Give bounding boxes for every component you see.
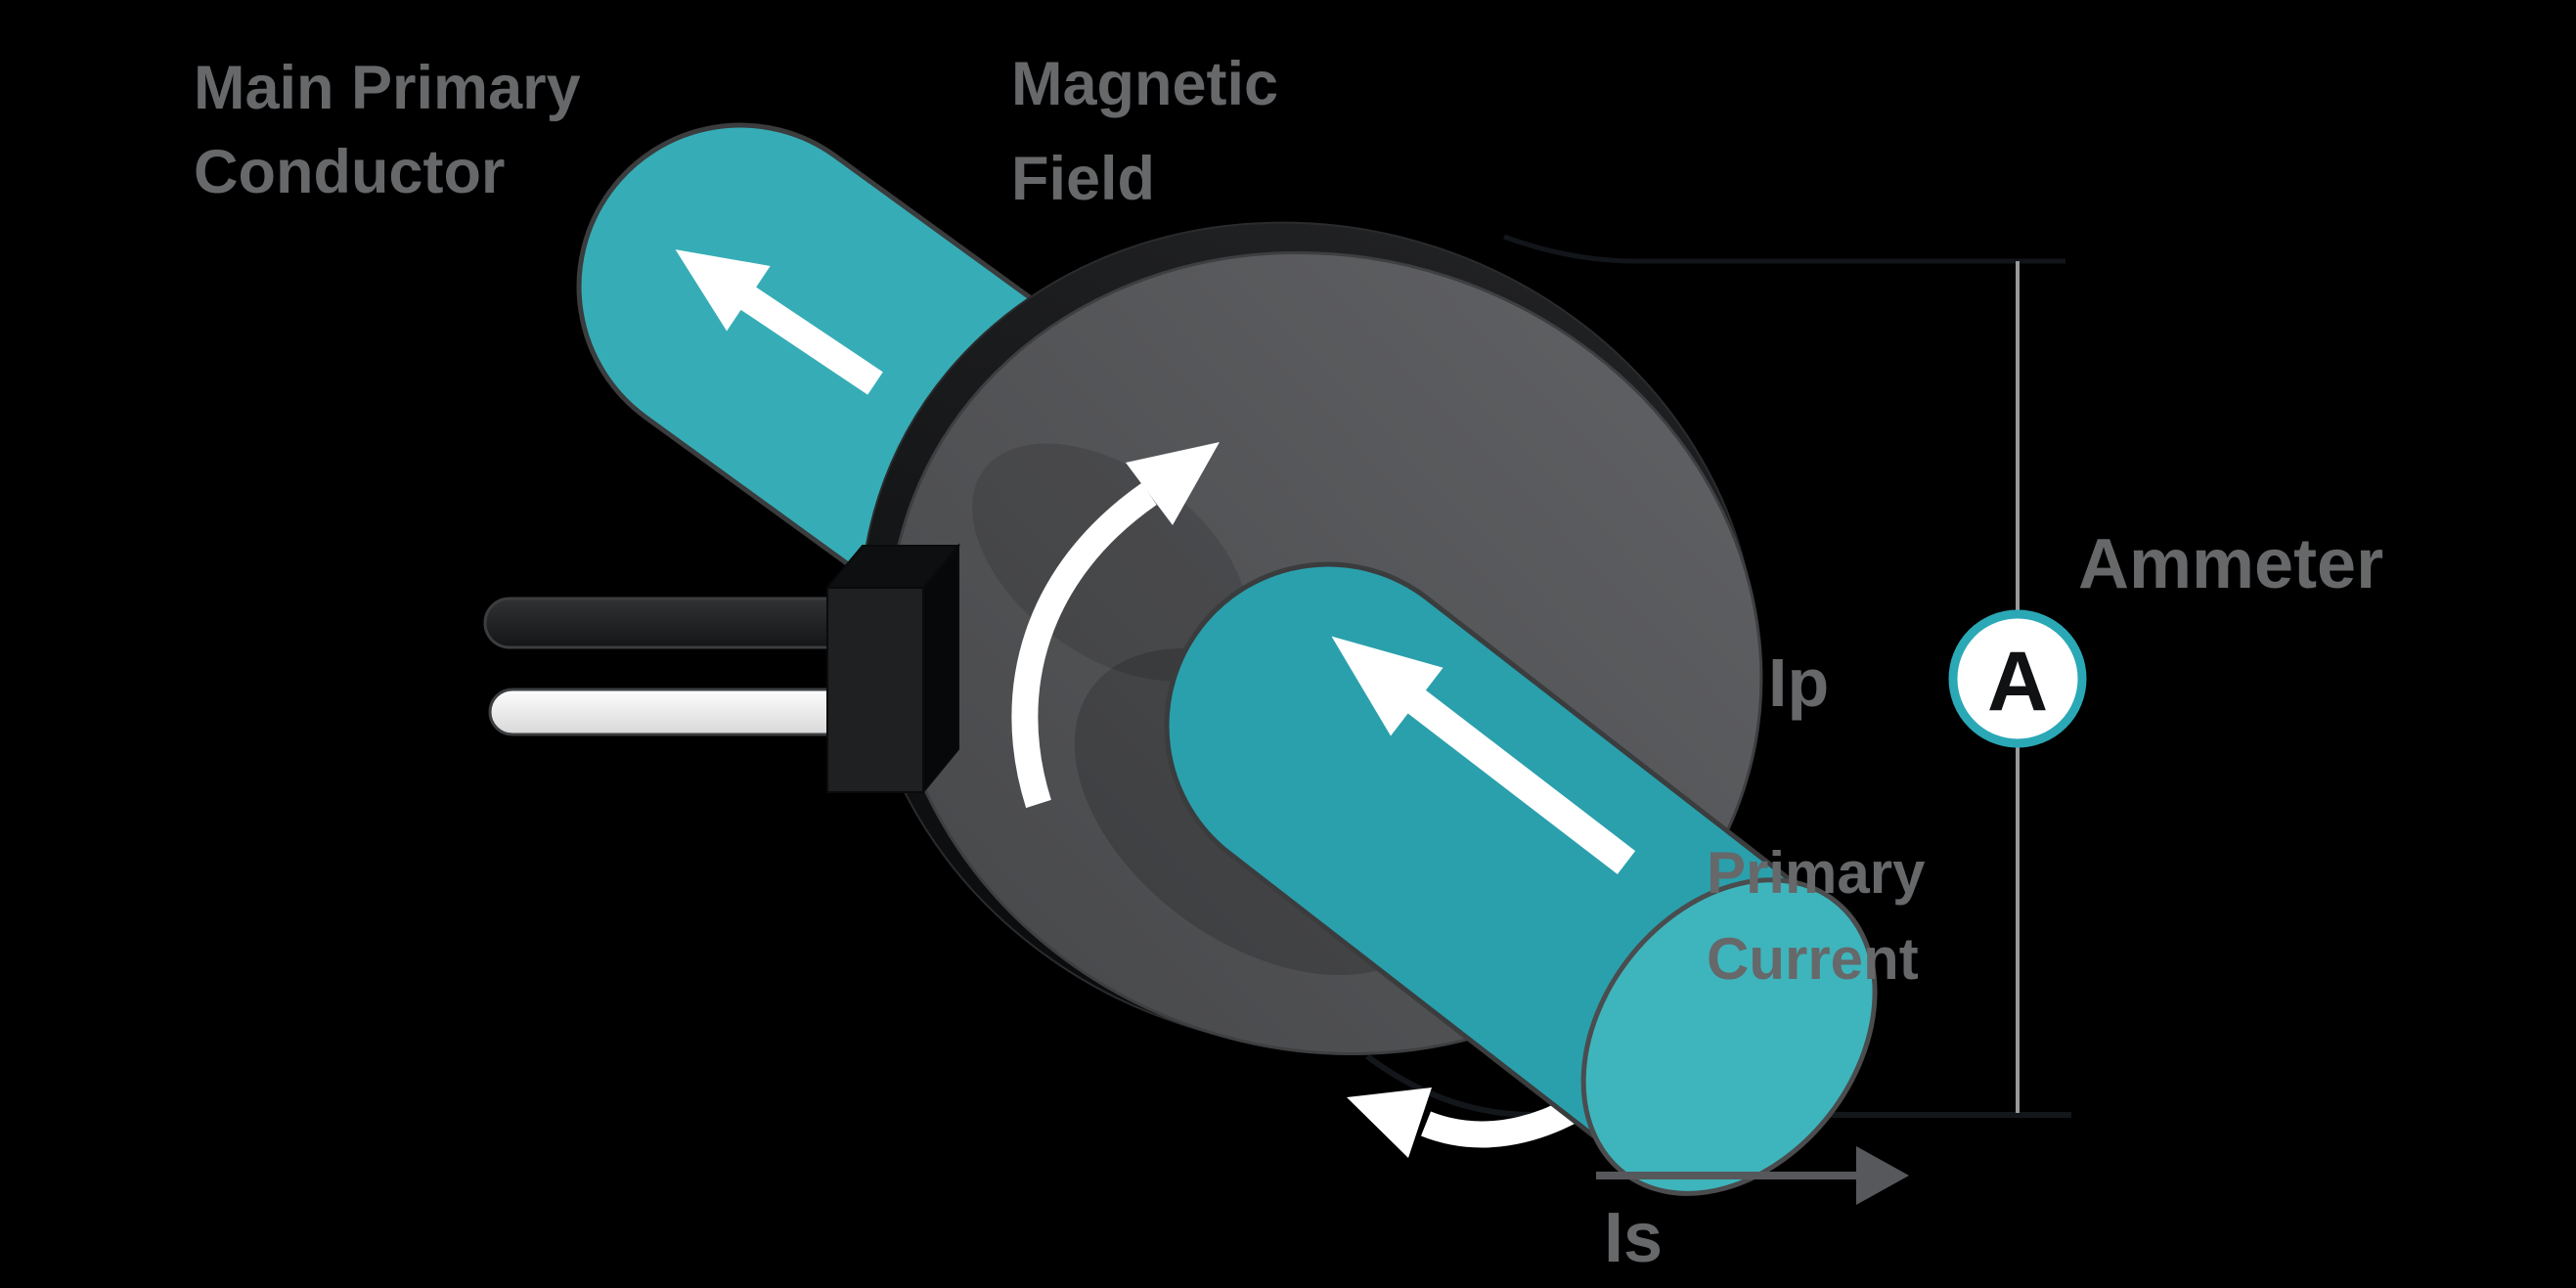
ammeter-symbol: A bbox=[1987, 635, 2048, 729]
field-rotation-arrow-upper-icon bbox=[1011, 442, 1220, 809]
label-primary-current: Primary Current bbox=[1707, 830, 1925, 1002]
label-line: Magnetic bbox=[1011, 50, 1279, 118]
label-primary-current-symbol: Ip bbox=[1768, 644, 1830, 721]
label-main-primary-conductor: Main Primary Conductor bbox=[194, 46, 581, 214]
label-secondary-current-symbol: Is bbox=[1604, 1199, 1664, 1277]
terminal-block bbox=[824, 543, 961, 795]
ammeter-circle bbox=[1948, 609, 2087, 748]
label-line: Current bbox=[1707, 926, 1919, 992]
secondary-current-arrow-icon bbox=[1596, 1146, 1909, 1205]
secondary-wire-top bbox=[1503, 234, 2065, 264]
label-line: Primary bbox=[1707, 840, 1926, 906]
white-lead-wire bbox=[488, 688, 852, 736]
label-line: Main Primary bbox=[194, 54, 581, 122]
label-ammeter: Ammeter bbox=[2078, 525, 2384, 603]
label-magnetic-field: Magnetic Field bbox=[1011, 37, 1278, 227]
ammeter-gauge: A bbox=[1948, 609, 2087, 748]
current-arrow-front-icon bbox=[1331, 636, 1636, 874]
label-line: Conductor bbox=[194, 138, 506, 206]
label-line: Field bbox=[1011, 145, 1156, 213]
black-lead-wire bbox=[483, 597, 855, 649]
secondary-wire-bottom bbox=[1365, 1053, 2071, 1118]
primary-conductor-front bbox=[1164, 561, 1878, 1196]
current-arrow-rear-icon bbox=[675, 249, 883, 395]
